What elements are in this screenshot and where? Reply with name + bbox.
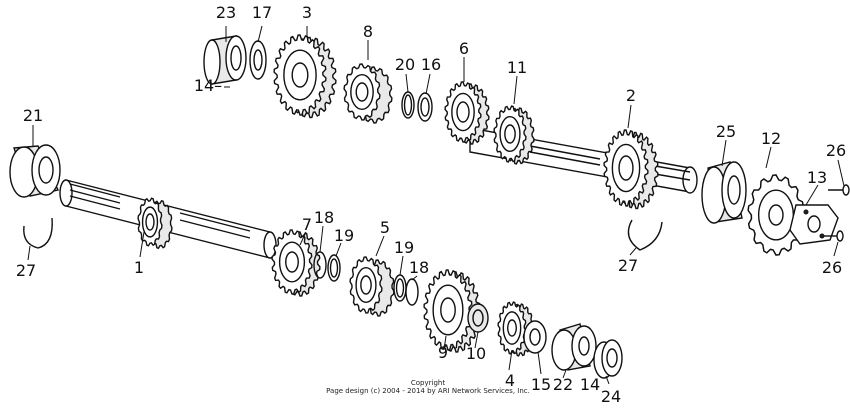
- callout-22: 22: [553, 375, 573, 394]
- gear-hub: [504, 124, 516, 144]
- gear-web-ring: [283, 49, 317, 101]
- gear-hub: [506, 319, 518, 337]
- washer-15: [523, 320, 547, 354]
- callout-21: 21: [23, 106, 43, 125]
- bolt-26-upper: [828, 184, 850, 196]
- callout-18-right: 18: [409, 258, 429, 277]
- callout-9: 9: [438, 343, 448, 362]
- callout-15: 15: [531, 375, 551, 394]
- gear-9: [423, 269, 481, 353]
- gear-web-ring: [499, 115, 521, 153]
- gear-hub: [768, 204, 784, 226]
- gear-hub: [285, 251, 299, 273]
- leader-lines: [27, 25, 845, 385]
- callout-27-right: 27: [618, 256, 638, 275]
- callout-8: 8: [363, 22, 373, 41]
- bushing-10: [467, 303, 489, 333]
- circlip-19-left: [327, 254, 341, 282]
- gear-web-ring: [432, 284, 464, 336]
- clip-27-right: [627, 219, 663, 251]
- callout-20: 20: [395, 55, 415, 74]
- callout-1: 1: [134, 258, 144, 277]
- gear-hub: [440, 297, 456, 323]
- callout-24: 24: [601, 387, 621, 406]
- gear-hub: [456, 101, 470, 123]
- callout-18-left: 18: [314, 208, 334, 227]
- gear-web-ring: [611, 143, 641, 193]
- callout-25: 25: [716, 122, 736, 141]
- callout-19-right: 19: [394, 238, 414, 257]
- callout-5: 5: [380, 218, 390, 237]
- callout-2: 2: [626, 86, 636, 105]
- washer-18-right: [405, 278, 419, 306]
- callout-12: 12: [761, 129, 781, 148]
- copyright-line-1: Copyright: [411, 379, 445, 387]
- washer-16: [417, 92, 433, 122]
- callout-4: 4: [505, 371, 515, 390]
- gear-hub: [145, 213, 155, 231]
- callout-23: 23: [216, 3, 236, 22]
- callout-26-upper: 26: [826, 141, 846, 160]
- callout-13: 13: [807, 168, 827, 187]
- callout-14-lower: 14: [580, 375, 600, 394]
- gear-hub: [291, 62, 309, 88]
- callout-numbers: 23 17 3 8 14– 20 16 6 11 2 25 12 26 13 2…: [16, 3, 846, 406]
- gear-6: [444, 81, 490, 145]
- copyright-line-2: Page design (c) 2004 - 2014 by ARI Netwo…: [326, 387, 530, 395]
- callout-7: 7: [302, 215, 312, 234]
- gear-web-ring: [141, 206, 159, 238]
- gear-hub: [360, 275, 372, 295]
- gear-hub: [618, 155, 634, 181]
- mainshaft-splines: [69, 183, 251, 239]
- washer-17: [249, 40, 267, 80]
- sprocket-12: [747, 174, 805, 256]
- gear-web-ring: [502, 311, 522, 345]
- circlip-20: [401, 91, 415, 119]
- gear-3: [273, 34, 337, 119]
- gear-1-integral: [137, 197, 173, 250]
- gear-8: [343, 63, 393, 124]
- bearing-24: [593, 339, 623, 379]
- callout-6: 6: [459, 39, 469, 58]
- gear-web-ring: [278, 241, 306, 283]
- gear-hub: [355, 82, 369, 102]
- gear-7: [271, 229, 321, 297]
- callout-14-upper: 14–: [194, 76, 222, 95]
- bearing-22: [551, 323, 597, 371]
- countershaft-splines: [529, 145, 691, 181]
- callout-26-lower: 26: [822, 258, 842, 277]
- bearing-21: [9, 144, 61, 198]
- circlip-19-right: [393, 274, 407, 302]
- gear-2: [603, 129, 659, 210]
- copyright-notice: Copyright Page design (c) 2004 - 2014 by…: [326, 379, 530, 395]
- callout-17: 17: [252, 3, 272, 22]
- gear-web-ring: [451, 92, 475, 132]
- callout-16: 16: [421, 55, 441, 74]
- bearing-23: [203, 35, 247, 85]
- lower-shaft-assembly: [9, 144, 623, 379]
- gear-web-ring: [355, 266, 377, 304]
- callout-19-left: 19: [334, 226, 354, 245]
- clip-27-left: [23, 217, 53, 249]
- upper-shaft-assembly: [203, 34, 850, 256]
- gear-11: [493, 105, 535, 165]
- bolt-26-lower: [824, 230, 844, 242]
- callout-3: 3: [302, 3, 312, 22]
- gear-5: [349, 256, 395, 317]
- fixing-plate-13: [789, 204, 839, 245]
- callout-27-left: 27: [16, 261, 36, 280]
- callout-11: 11: [507, 58, 527, 77]
- bearing-25: [701, 161, 747, 224]
- callout-10: 10: [466, 344, 486, 363]
- gear-web-ring: [350, 73, 374, 111]
